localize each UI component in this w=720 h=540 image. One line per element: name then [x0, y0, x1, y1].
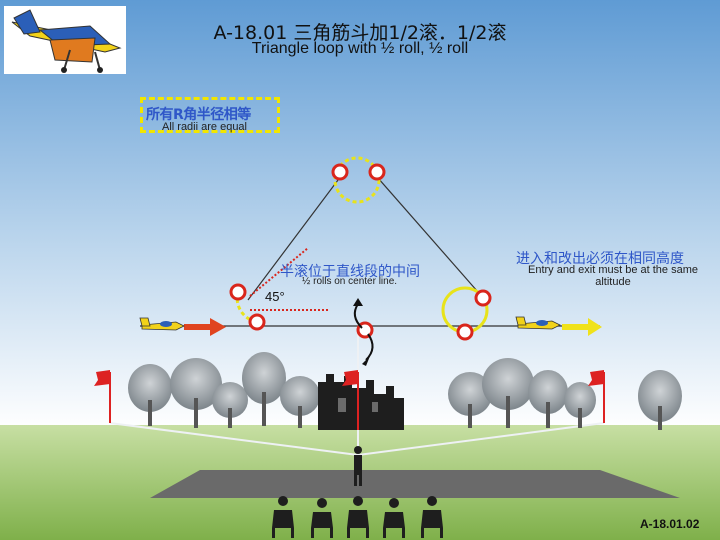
tree-icon	[212, 382, 248, 428]
spectator-icon	[272, 496, 294, 538]
tree-icon	[280, 376, 320, 428]
radius-marker	[474, 289, 492, 307]
tree-icon	[564, 382, 596, 428]
angle-label: 45°	[265, 289, 285, 304]
radii-note-cn: 所有R角半径相等	[146, 107, 251, 123]
spectator-icon	[421, 496, 443, 538]
entry-arrow	[184, 318, 226, 336]
castle-icon	[318, 374, 404, 430]
radius-marker	[368, 163, 386, 181]
flag-icon	[588, 370, 605, 423]
tree-icon	[638, 370, 682, 430]
tree-icon	[128, 364, 172, 426]
exit-arrow	[562, 318, 602, 336]
view-line-right	[357, 422, 605, 456]
tree-icon	[482, 358, 534, 428]
half-roll-arrow-up	[353, 303, 363, 329]
radius-marker	[229, 283, 247, 301]
tree-icon	[528, 370, 568, 428]
radius-marker	[248, 313, 266, 331]
angle-guide-vertical	[249, 247, 309, 297]
spectator-icon	[311, 498, 333, 538]
radii-note-en: All radii are equal	[162, 121, 247, 133]
entry-exit-note-cn: 进入和改出必须在相同高度	[516, 251, 684, 267]
pilot-icon	[354, 446, 362, 486]
half-rolls-note-cn: 半滚位于直线段的中间	[280, 264, 420, 280]
tree-icon	[448, 372, 492, 428]
flag-icon	[342, 370, 359, 430]
figure-title-en: Triangle loop with ½ roll, ½ roll	[251, 40, 469, 57]
figure-id: A-18.01.02	[640, 517, 700, 531]
radius-marker	[456, 323, 474, 341]
spectator-icon	[383, 498, 405, 538]
tree-icon	[242, 352, 286, 426]
flag-icon	[94, 370, 111, 423]
radii-note-box	[140, 97, 280, 133]
aerobatic-plane-icon	[139, 317, 185, 331]
radius-marker	[331, 163, 349, 181]
plane-thumbnail	[4, 6, 126, 74]
half-rolls-note-en: ½ rolls on center line.	[302, 276, 398, 287]
aerobatic-plane-icon	[515, 316, 561, 330]
figure-title-cn: A-18.01 三角筋斗加1/2滚．1/2滚	[213, 22, 507, 44]
tree-icon	[170, 358, 222, 428]
entry-exit-note-en: Entry and exit must be at the same altit…	[528, 264, 698, 288]
half-roll-arrow-down	[365, 333, 374, 361]
runway	[150, 470, 680, 498]
view-line-left	[109, 422, 359, 456]
spectator-icon	[347, 496, 369, 538]
